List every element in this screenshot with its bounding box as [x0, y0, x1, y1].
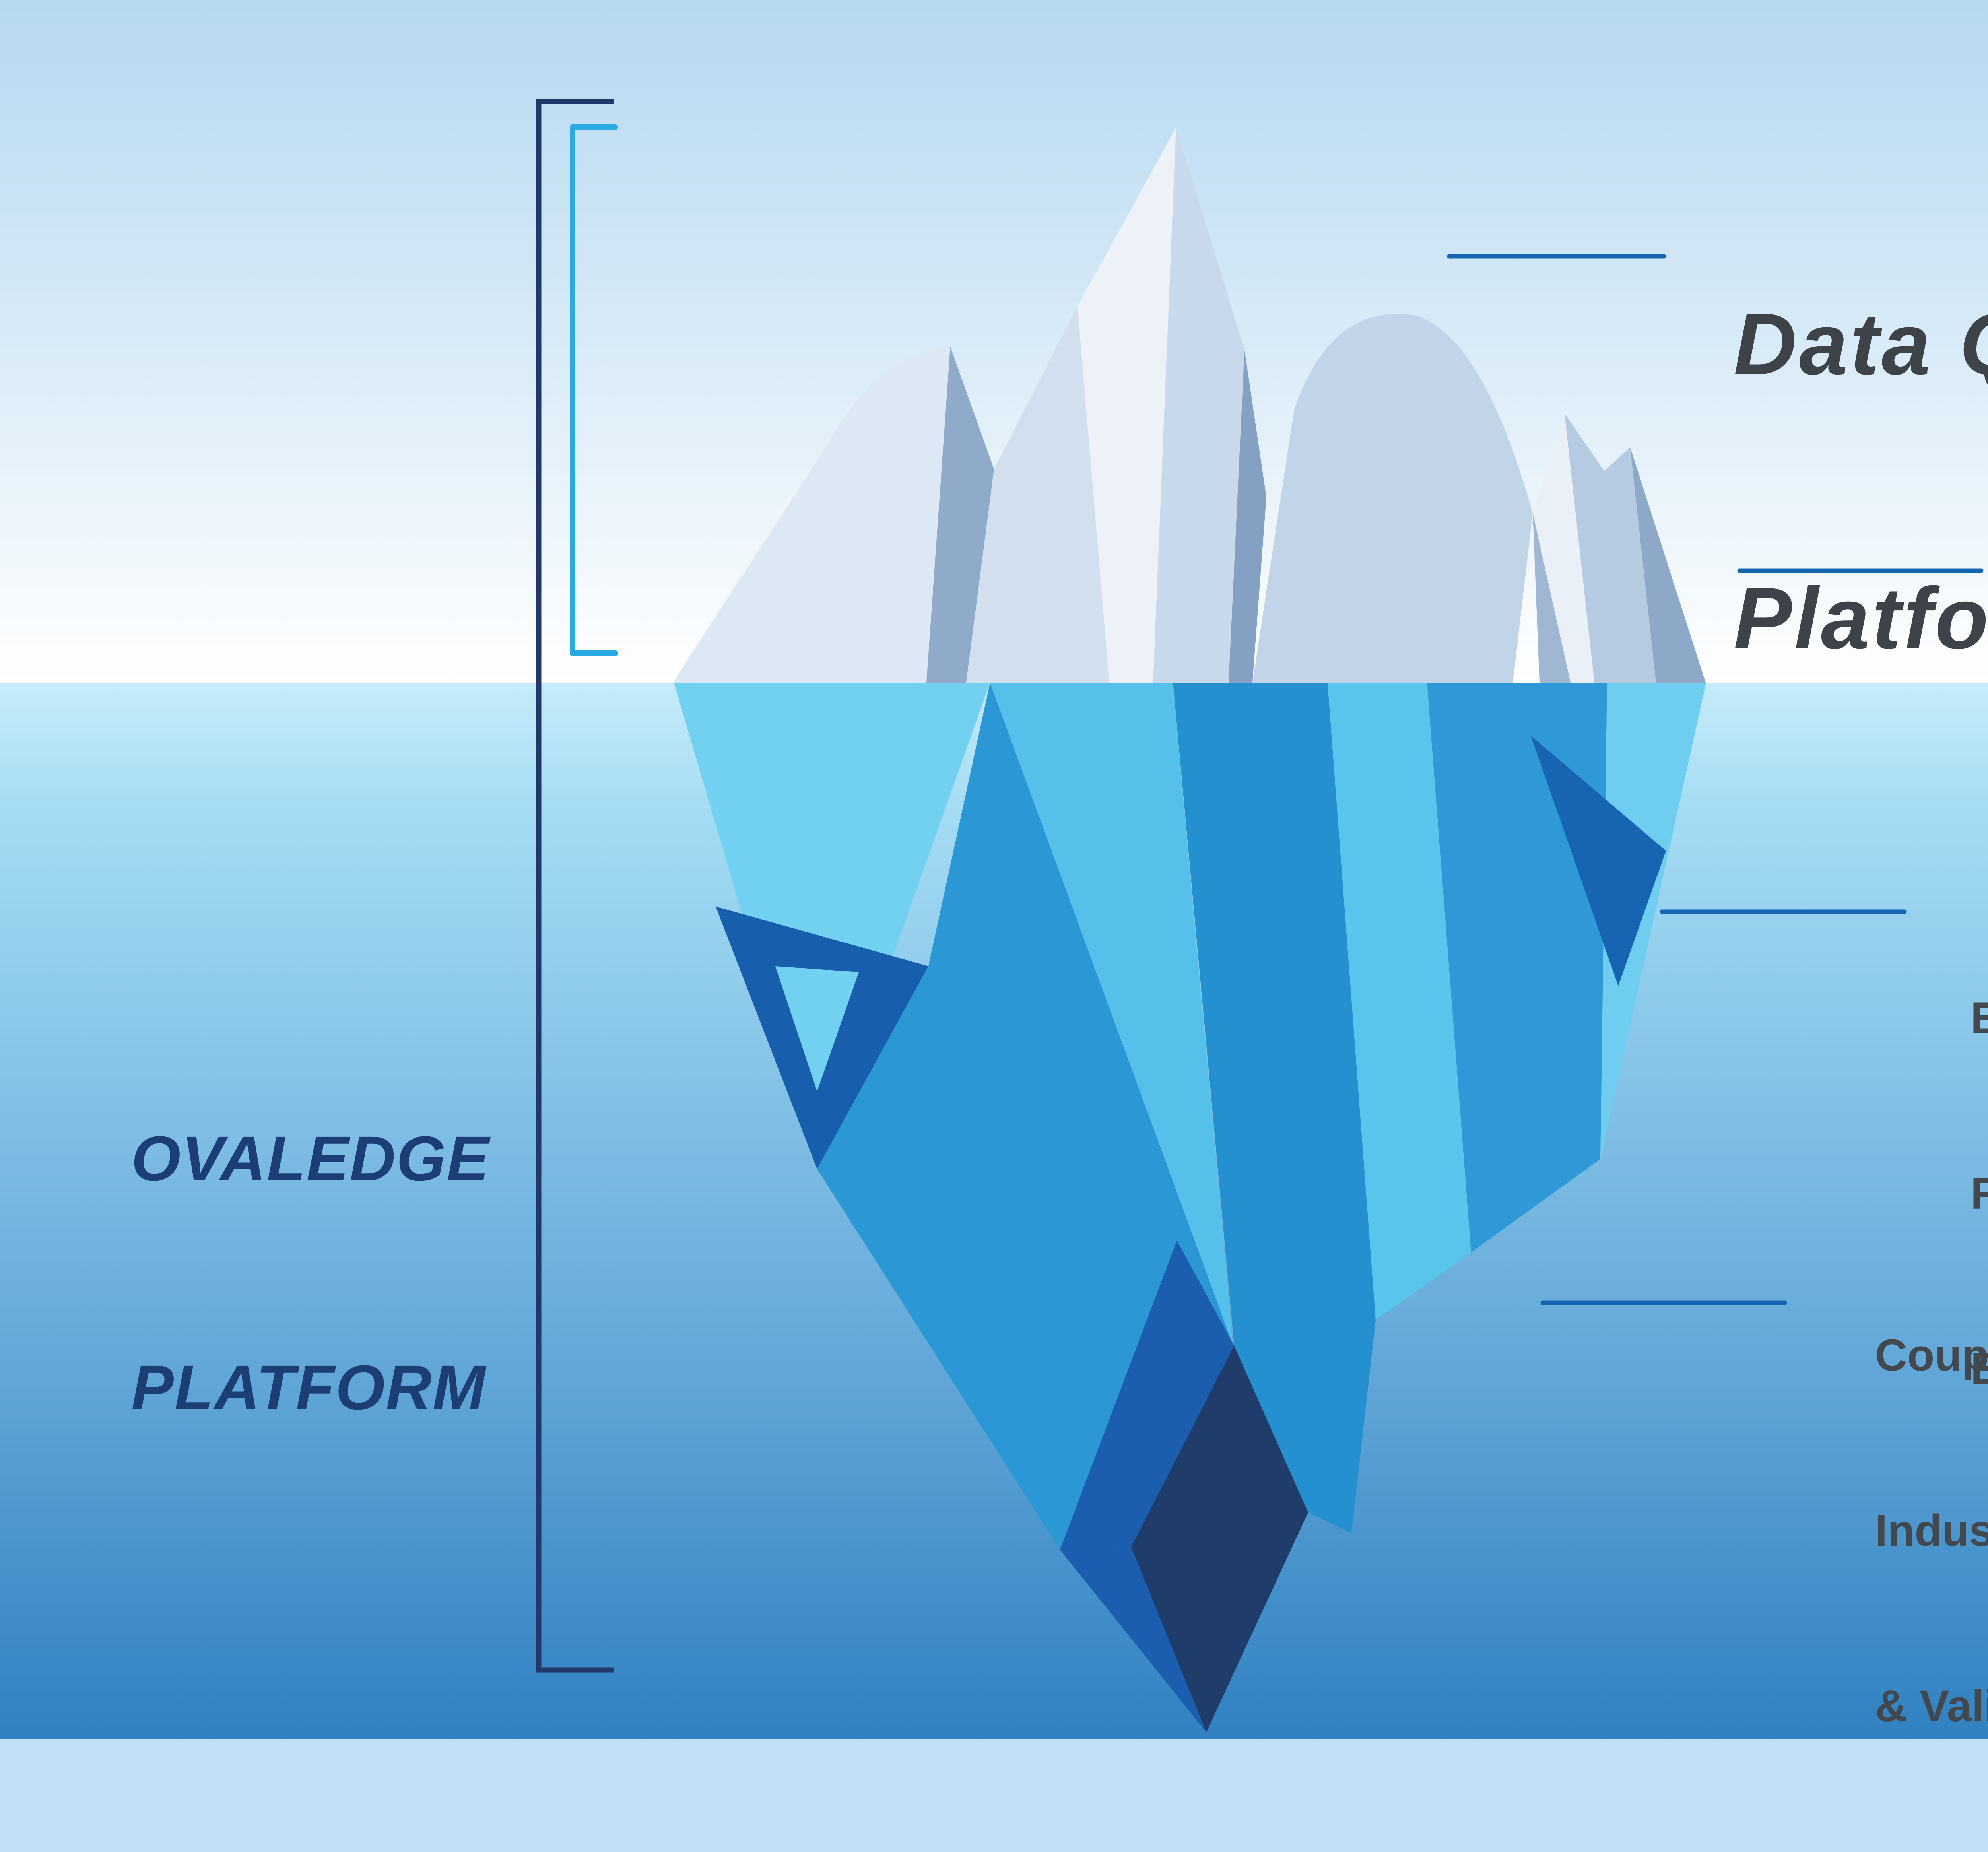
- deep-note-line-2: Industry-Specific CDE’s: [1875, 1506, 1988, 1555]
- iceberg-illustration: [0, 0, 1988, 1739]
- ovaledge-platform-label: OVALEDGE PLATFORM: [131, 968, 490, 1578]
- mid-note-line-2: Rules Designed for: [1971, 1169, 1988, 1218]
- page-title-line-2: Platforms: [1734, 569, 1988, 667]
- mid-note-line-3: Banking Sector: [1971, 1344, 1988, 1394]
- deep-note-line-3: & Validation Rules: [1875, 1681, 1988, 1731]
- ovaledge-platform-label-line-1: OVALEDGE: [131, 1123, 490, 1194]
- ovaledge-platform-label-line-2: PLATFORM: [131, 1352, 486, 1423]
- iceberg-above-water: [673, 127, 1706, 683]
- infographic-canvas: Data Quality Platforms Utilizes AI tools…: [0, 0, 1988, 1739]
- ovaledge-platform-bracket: [536, 99, 614, 1673]
- page-title-line-1: Data Quality: [1734, 295, 1988, 393]
- deep-note-line-1: Couples AI with: [1875, 1330, 1988, 1380]
- deep-note: Couples AI with Industry-Specific CDE’s …: [1875, 1209, 1988, 1852]
- tip-above-water-bracket: [570, 124, 618, 656]
- mid-note: Embeds Data Quality Rules Designed for B…: [1971, 872, 1988, 1515]
- page-title: Data Quality Platforms: [1734, 115, 1988, 847]
- mid-note-line-1: Embeds Data Quality: [1971, 993, 1988, 1043]
- iceberg-below-water: [674, 683, 1706, 1732]
